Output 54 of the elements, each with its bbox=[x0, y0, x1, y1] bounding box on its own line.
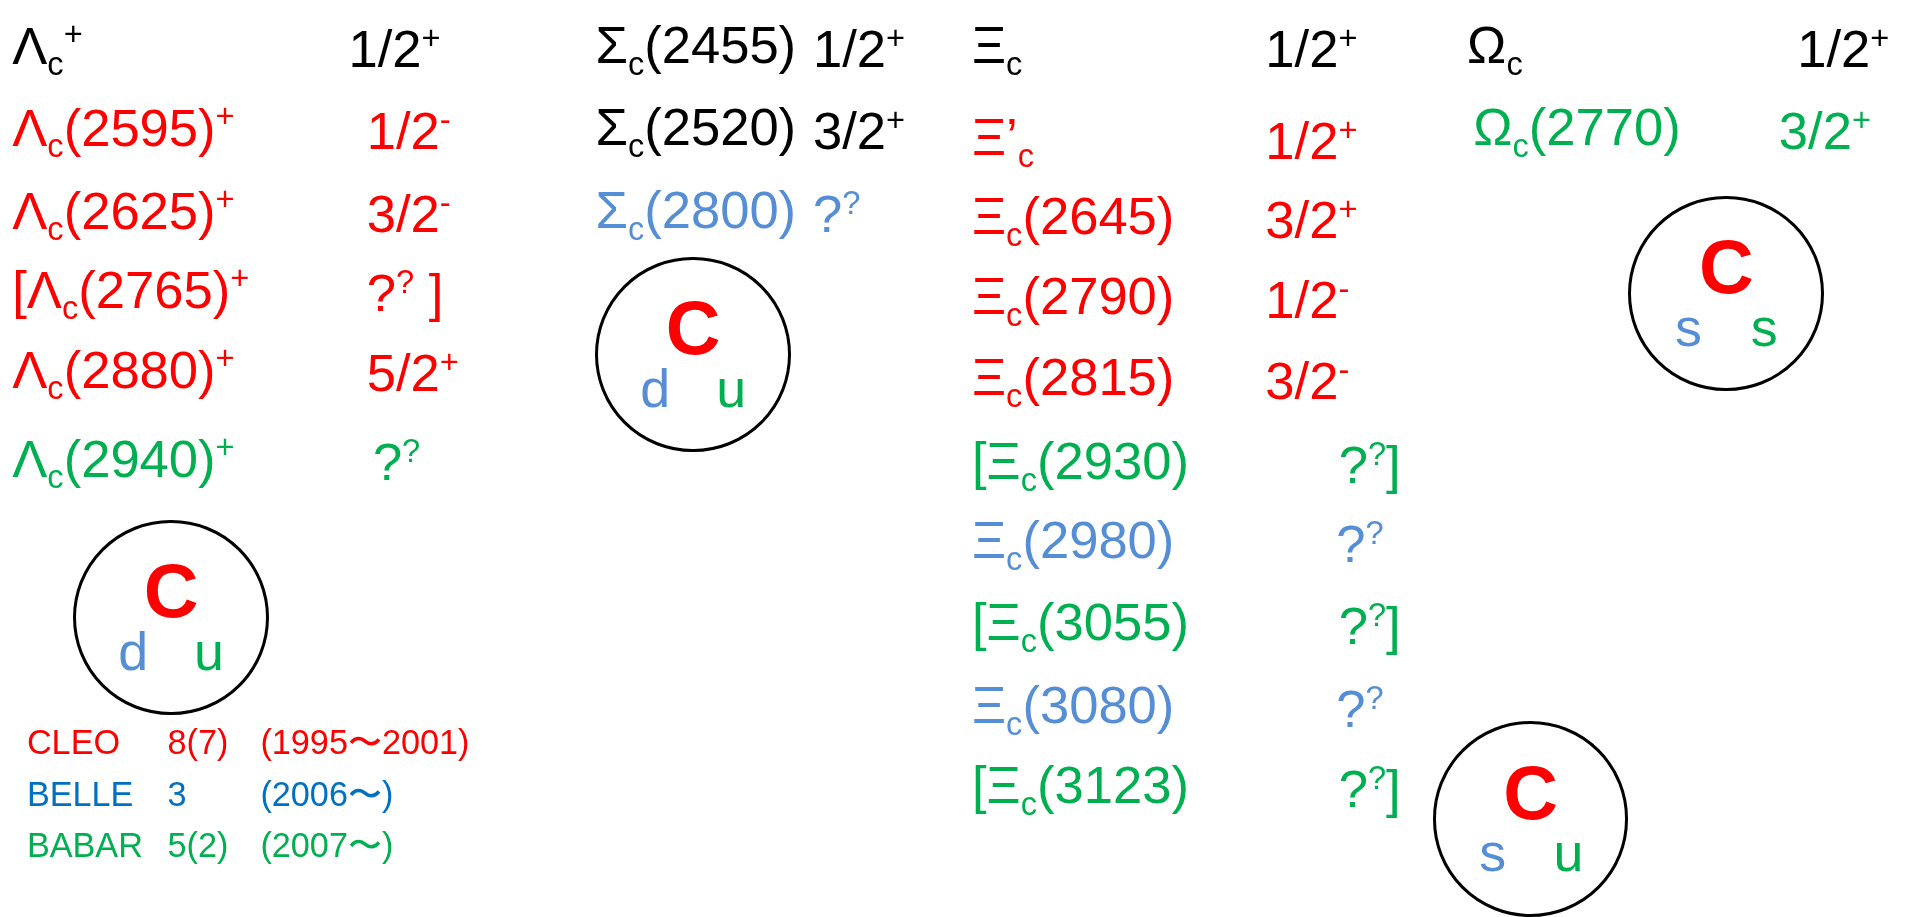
spin-parity: 1/2$^{+}$ bbox=[813, 19, 906, 79]
particle-name: Ξ$_{c}$(2790) bbox=[971, 266, 1175, 333]
quark-circle bbox=[1628, 195, 1825, 392]
particle-name: Σ$_{c}$(2520) bbox=[595, 98, 797, 164]
spin-parity: 1/2$^{+}$ bbox=[1265, 111, 1358, 170]
particle-name: Ω$_{c}$(2770) bbox=[1473, 98, 1681, 164]
spin-parity: ?$^{?}$ bbox=[813, 184, 861, 244]
particle-name: Ξ’$_{c}$ bbox=[971, 107, 1035, 174]
quark-circle bbox=[1432, 721, 1629, 917]
particle-name: Σ$_{c}$(2455) bbox=[595, 16, 797, 82]
particle-name: Λ$_{c}$(2595)$^{+}$ bbox=[12, 97, 235, 164]
particle-name: Σ$_{c}$(2800) bbox=[595, 181, 797, 247]
event-count: 3 bbox=[167, 775, 187, 814]
particle-name: Ξ$_{c}$(2815) bbox=[971, 348, 1175, 415]
quark-circle bbox=[595, 256, 791, 453]
event-count: 5(2) bbox=[167, 827, 229, 865]
spin-parity: ?$^{?}$ bbox=[1336, 679, 1384, 739]
spin-parity: 3/2$^{+}$ bbox=[813, 101, 906, 160]
experiment-name: BELLE bbox=[26, 775, 134, 814]
spin-parity: 5/2$^{+}$ bbox=[366, 343, 459, 403]
year-range: (2006〜) bbox=[260, 775, 394, 814]
year-range: (1995〜2001) bbox=[260, 724, 470, 763]
particle-name: Λ$_{c}$(2940)$^{+}$ bbox=[12, 429, 235, 496]
particle-name: Ξ$_{c}$(3080) bbox=[971, 676, 1175, 742]
particle-name: Ξ$_{c}$(2980) bbox=[971, 511, 1175, 577]
spin-parity: 1/2$^{-}$ bbox=[1265, 270, 1350, 329]
quark-circle bbox=[73, 519, 269, 716]
particle-name: [Ξ$_{c}$(3055) bbox=[971, 593, 1189, 659]
spin-parity: 3/2$^{-}$ bbox=[366, 184, 451, 244]
spin-parity: ?$^{?}$] bbox=[1338, 759, 1401, 818]
particle-name: Ω$_{c}$ bbox=[1467, 16, 1523, 82]
spin-parity: ?$^{?}$ ] bbox=[366, 264, 444, 323]
spin-parity: 1/2$^{+}$ bbox=[1265, 19, 1358, 79]
particle-name: [Λ$_{c}$(2765)$^{+}$ bbox=[12, 260, 250, 327]
experiment-name: BABAR bbox=[26, 827, 143, 865]
particle-name: Λ$_{c}$(2880)$^{+}$ bbox=[12, 339, 235, 406]
event-count: 8(7) bbox=[167, 724, 229, 763]
spin-parity: 3/2$^{+}$ bbox=[1778, 101, 1871, 160]
particle-name: Λ$_{c}$(2625)$^{+}$ bbox=[12, 181, 235, 247]
spin-parity: ?$^{?}$ bbox=[1336, 514, 1384, 574]
particle-name: [Ξ$_{c}$(3123) bbox=[971, 755, 1189, 822]
spin-parity: ?$^{?}$ bbox=[372, 432, 421, 492]
spin-parity: 1/2$^{+}$ bbox=[1797, 19, 1890, 79]
particle-name: [Ξ$_{c}$(2930) bbox=[971, 431, 1189, 498]
spin-parity: 1/2$^{+}$ bbox=[348, 19, 441, 79]
spin-parity: ?$^{?}$] bbox=[1338, 435, 1401, 494]
spin-parity: 3/2$^{+}$ bbox=[1265, 190, 1358, 250]
experiment-name: CLEO bbox=[26, 724, 121, 763]
spin-parity: 3/2$^{-}$ bbox=[1265, 352, 1350, 411]
particle-name: Ξ$_{c}$(2645) bbox=[971, 187, 1175, 253]
particle-name: Ξ$_{c}$ bbox=[971, 16, 1023, 82]
spin-parity: ?$^{?}$] bbox=[1338, 596, 1401, 656]
spin-parity: 1/2$^{-}$ bbox=[366, 101, 451, 160]
year-range: (2007〜) bbox=[260, 827, 394, 865]
